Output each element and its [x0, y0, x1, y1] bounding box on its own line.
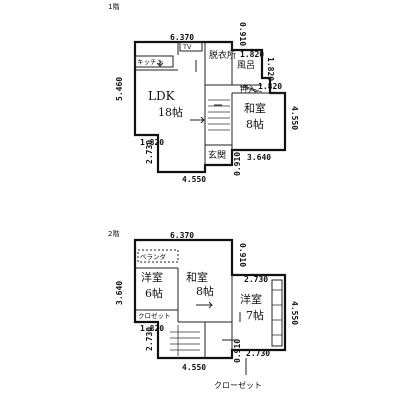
floor1-dim-top-right: 0.910 [238, 22, 247, 46]
floor2-room-west1-size: 6帖 [145, 287, 163, 300]
floor2-room-west2: 洋室 [240, 292, 262, 306]
floor1-dim-bottom-right: 3.640 [247, 153, 271, 162]
floor2-dim-bottom-right: 2.730 [246, 349, 270, 358]
floor1-dimensions: 6.370 0.910 1.820 1.820 1.820 5.460 4.55… [115, 22, 299, 184]
floor1-dim-right-b: 1.820 [266, 57, 275, 81]
floor2-dim-left-lower: 2.730 [145, 327, 154, 351]
floor1-dim-top: 6.370 [170, 33, 194, 42]
floor1-room-ldk-size: 18帖 [158, 106, 183, 119]
floor2-rooms: ベランダ 洋室 6帖 和室 8帖 洋室 7帖 クロゼット クローゼット [138, 252, 264, 390]
floor2-walls [133, 238, 287, 375]
floor1-room-dressing: 脱衣所 [209, 49, 236, 61]
floor1-title: 1階 [108, 2, 119, 11]
floor2-room-veranda: ベランダ [140, 252, 167, 261]
floor2-room-west2-size: 7帖 [246, 309, 264, 322]
floor2-dim-bottom: 4.550 [182, 363, 206, 372]
floor1-dim-right-b2: 1.820 [258, 82, 282, 91]
floor2-room-closet-bottom: クローゼット [214, 380, 262, 390]
floor2-room-japanese: 和室 [186, 270, 208, 284]
floor1-room-ldk: LDK [148, 89, 176, 103]
floor1-stairs [208, 99, 230, 131]
floor2-dim-right-a: 2.730 [244, 275, 268, 284]
floor2-stairs [170, 325, 200, 356]
floor1-room-japanese: 和室 [244, 101, 266, 115]
floor1-room-kitchen: キッチン [137, 58, 163, 66]
floor2-dim-left: 3.640 [115, 281, 124, 305]
floor1-room-bath: 風呂 [237, 60, 255, 71]
floor2-dim-top-right: 0.910 [238, 243, 247, 267]
floor1-rooms: キッチン TV 脱衣所 風呂 LDK 18帖 押入 和室 8帖 玄関 [137, 43, 266, 161]
floor2-room-japanese-size: 8帖 [196, 285, 214, 298]
floor2-dim-bottom-mid: 0.910 [233, 339, 242, 363]
floor2-dimensions: 6.370 0.910 2.730 3.640 4.550 1.820 2.73… [115, 231, 299, 372]
floor1-room-storage: 押入 [240, 84, 256, 94]
floor1-dim-left-lower: 2.730 [145, 140, 154, 164]
floor1-dim-bottom-mid: 0.910 [233, 152, 242, 176]
floor2-dim-right-b: 4.550 [290, 301, 299, 325]
floor1-dim-right-a: 1.820 [240, 50, 264, 59]
floor1-room-tv: TV [182, 43, 192, 51]
floor1-room-japanese-size: 8帖 [246, 118, 264, 131]
floor2-dim-top: 6.370 [170, 231, 194, 240]
floor2-dim-bottom-left: 1.820 [140, 324, 164, 333]
floor1-dim-right-c: 4.550 [290, 106, 299, 130]
floor2-title: 2階 [108, 229, 119, 238]
floor1-dim-left: 5.460 [115, 77, 124, 101]
floor1-dim-bottom-left: 1.820 [140, 138, 164, 147]
floor1-walls [133, 40, 287, 174]
floor1-dim-bottom: 4.550 [182, 175, 206, 184]
floor1-room-hall: 玄関 [208, 149, 226, 161]
floor2-room-closet: クロゼット [138, 311, 171, 320]
floor2-room-west1: 洋室 [141, 270, 163, 284]
